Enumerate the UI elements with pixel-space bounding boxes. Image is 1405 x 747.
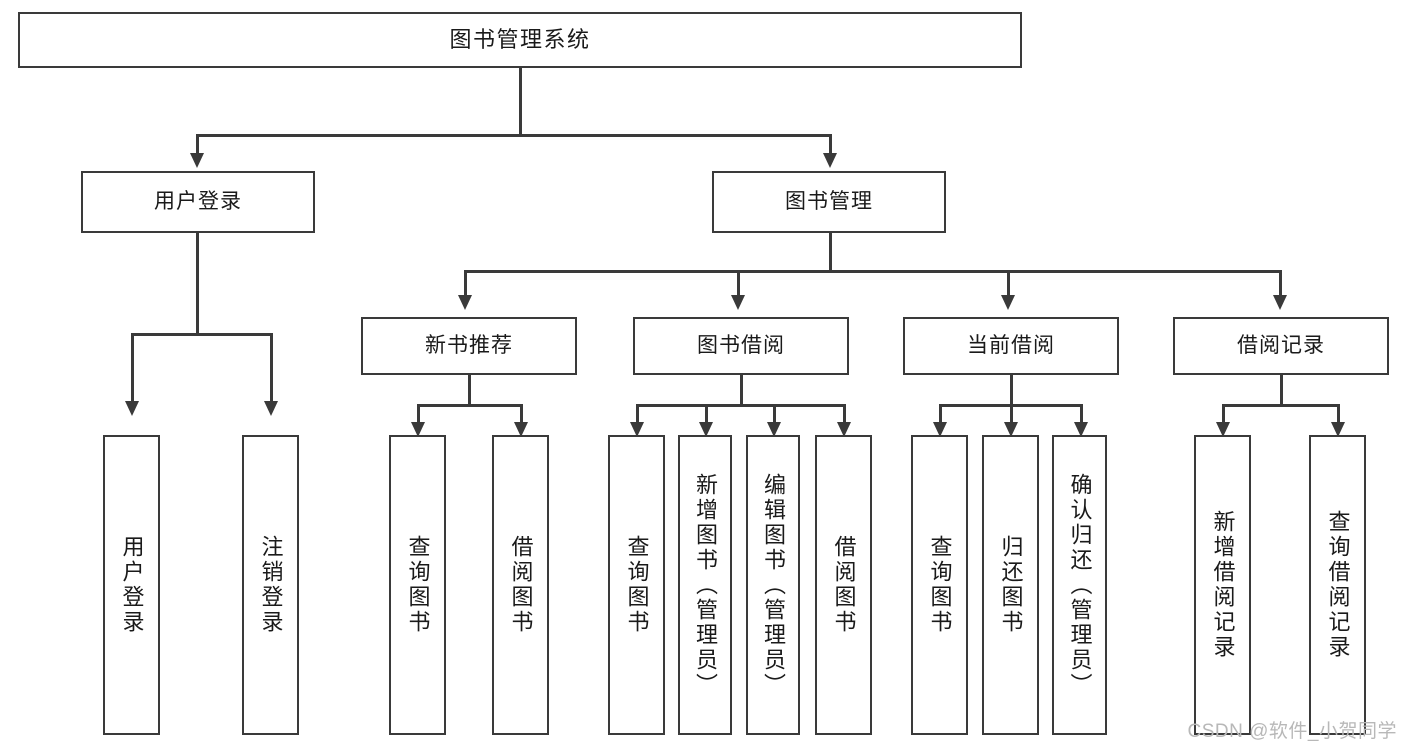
leaf-add-book-admin[interactable]: 新增图书（管理员） <box>678 435 732 735</box>
node-user-login[interactable]: 用户登录 <box>81 171 315 233</box>
connector-book-manage-stem <box>829 233 832 272</box>
node-label: 归还图书 <box>998 535 1024 635</box>
arrowhead-borrow-record <box>1273 295 1287 310</box>
connector-drop-leaf-logout <box>270 333 273 403</box>
arrowhead-confirm-return <box>1074 422 1088 437</box>
arrowhead-add-record <box>1216 422 1230 437</box>
arrowhead-return-book <box>1004 422 1018 437</box>
connector-drop-query-record <box>1337 404 1340 424</box>
connector-drop-current-borrow <box>1007 270 1010 297</box>
leaf-query-book-current[interactable]: 查询图书 <box>911 435 968 735</box>
node-label: 确认归还（管理员） <box>1067 472 1093 698</box>
node-label: 查询借阅记录 <box>1325 510 1351 660</box>
connector-current-borrow-stem <box>1010 375 1013 406</box>
leaf-logout-login[interactable]: 注销登录 <box>242 435 299 735</box>
node-new-book-recommend[interactable]: 新书推荐 <box>361 317 577 375</box>
node-label: 查询图书 <box>624 535 650 635</box>
connector-drop-edit-book <box>773 404 776 424</box>
node-label: 新书推荐 <box>425 333 513 357</box>
node-label: 借阅记录 <box>1237 333 1325 357</box>
connector-drop-add-book <box>705 404 708 424</box>
arrowhead-current-borrow <box>1001 295 1015 310</box>
leaf-query-borrow-record[interactable]: 查询借阅记录 <box>1309 435 1366 735</box>
node-label: 借阅图书 <box>508 535 534 635</box>
connector-level2-bus <box>197 134 832 137</box>
node-book-borrow[interactable]: 图书借阅 <box>633 317 849 375</box>
connector-drop-return-book <box>1010 404 1013 424</box>
node-label: 图书管理 <box>785 189 873 213</box>
node-label: 注销登录 <box>258 535 284 635</box>
node-borrow-record[interactable]: 借阅记录 <box>1173 317 1389 375</box>
connector-drop-new-book-rec <box>464 270 467 297</box>
connector-drop-borrow-record <box>1279 270 1282 297</box>
leaf-edit-book-admin[interactable]: 编辑图书（管理员） <box>746 435 800 735</box>
connector-drop-confirm-return <box>1080 404 1083 424</box>
connector-new-book-rec-bus <box>418 404 522 407</box>
node-current-borrow[interactable]: 当前借阅 <box>903 317 1119 375</box>
node-label: 新增借阅记录 <box>1210 510 1236 660</box>
leaf-user-login[interactable]: 用户登录 <box>103 435 160 735</box>
arrowhead-borrow-book-1 <box>514 422 528 437</box>
leaf-query-book-recommend[interactable]: 查询图书 <box>389 435 446 735</box>
arrowhead-borrow-book-2 <box>837 422 851 437</box>
node-label: 借阅图书 <box>831 535 857 635</box>
arrowhead-query-record <box>1331 422 1345 437</box>
arrowhead-book-manage <box>823 153 837 168</box>
node-label: 查询图书 <box>927 535 953 635</box>
node-label: 新增图书（管理员） <box>693 472 718 698</box>
connector-drop-query-book-2 <box>636 404 639 424</box>
leaf-confirm-return-admin[interactable]: 确认归还（管理员） <box>1052 435 1107 735</box>
arrowhead-query-book-2 <box>630 422 644 437</box>
connector-drop-query-book-1 <box>417 404 420 424</box>
connector-drop-borrow-book-1 <box>520 404 523 424</box>
arrowhead-book-borrow <box>731 295 745 310</box>
arrowhead-edit-book <box>767 422 781 437</box>
connector-borrow-record-bus <box>1223 404 1339 407</box>
connector-new-book-rec-stem <box>468 375 471 406</box>
leaf-return-book[interactable]: 归还图书 <box>982 435 1039 735</box>
arrowhead-new-book-rec <box>458 295 472 310</box>
connector-book-borrow-stem <box>740 375 743 406</box>
arrowhead-add-book <box>699 422 713 437</box>
connector-drop-query-book-3 <box>939 404 942 424</box>
node-label: 当前借阅 <box>967 333 1055 357</box>
connector-drop-add-record <box>1222 404 1225 424</box>
node-label: 图书借阅 <box>697 333 785 357</box>
node-label: 图书管理系统 <box>449 27 591 53</box>
arrowhead-user-login <box>190 153 204 168</box>
connector-drop-user-login <box>196 134 199 155</box>
node-label: 用户登录 <box>119 535 145 635</box>
arrowhead-leaf-user-login <box>125 401 139 416</box>
connector-drop-book-borrow <box>737 270 740 297</box>
connector-drop-leaf-user-login <box>131 333 134 403</box>
connector-user-login-bus <box>132 333 272 336</box>
node-label: 用户登录 <box>154 189 242 213</box>
leaf-query-book-borrow[interactable]: 查询图书 <box>608 435 665 735</box>
connector-drop-book-manage <box>829 134 832 155</box>
node-book-management[interactable]: 图书管理 <box>712 171 946 233</box>
arrowhead-leaf-logout <box>264 401 278 416</box>
arrowhead-query-book-1 <box>411 422 425 437</box>
leaf-borrow-book-recommend[interactable]: 借阅图书 <box>492 435 549 735</box>
connector-user-login-stem <box>196 233 199 335</box>
leaf-add-borrow-record[interactable]: 新增借阅记录 <box>1194 435 1251 735</box>
node-label: 编辑图书（管理员） <box>761 472 786 698</box>
node-root-book-management-system[interactable]: 图书管理系统 <box>18 12 1022 68</box>
connector-root-stem <box>519 68 522 136</box>
connector-book-borrow-bus <box>637 404 845 407</box>
connector-borrow-record-stem <box>1280 375 1283 406</box>
leaf-borrow-book-borrow[interactable]: 借阅图书 <box>815 435 872 735</box>
node-label: 查询图书 <box>405 535 431 635</box>
arrowhead-query-book-3 <box>933 422 947 437</box>
connector-drop-borrow-book-2 <box>843 404 846 424</box>
connector-level3-bus <box>465 270 1281 273</box>
